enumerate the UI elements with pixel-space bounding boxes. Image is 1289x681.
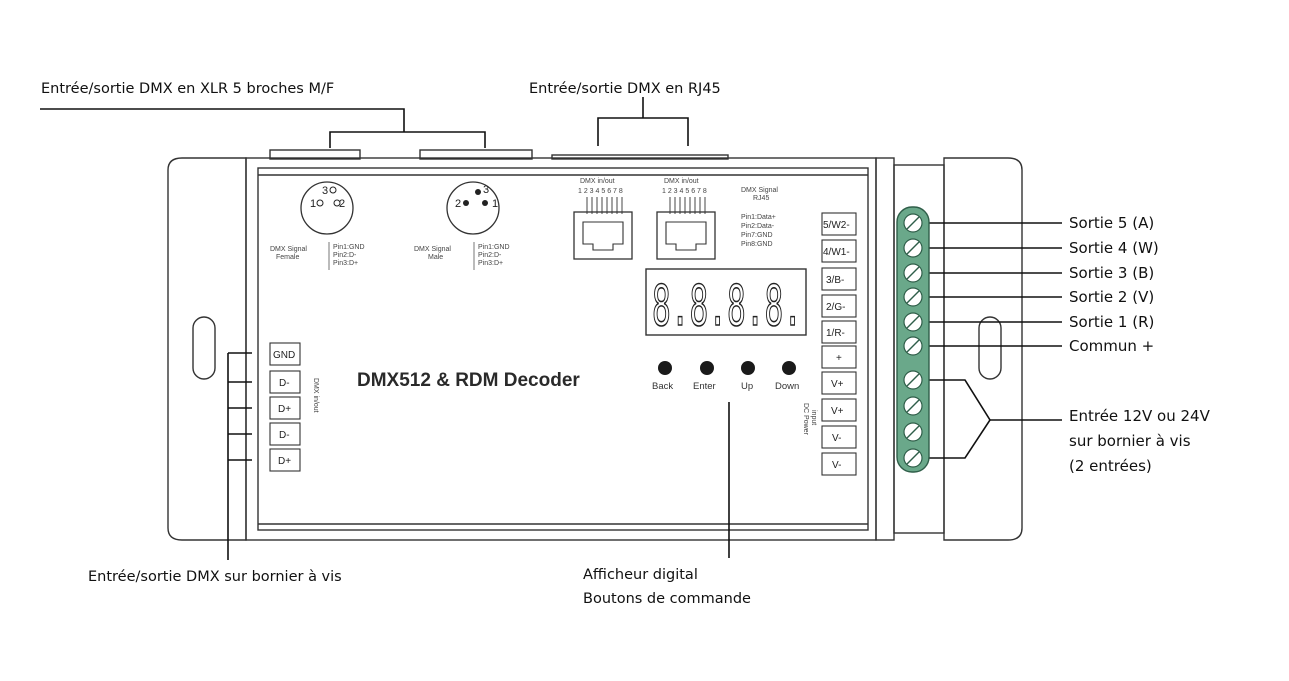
xlr-male-pin-text-2: Pin2:D- — [478, 252, 502, 259]
callout-output-2: Sortie 2 (V) — [1069, 288, 1155, 306]
dmx-terminal-d-minus-2: D- — [279, 430, 290, 441]
xlr-female-pin-text-3: Pin3:D+ — [333, 260, 358, 267]
xlr-female-pin-3: 3 — [322, 185, 328, 197]
callout-common: Commun + — [1069, 337, 1155, 355]
callout-output-1: Sortie 1 (R) — [1069, 313, 1155, 331]
power-label-1: DC Power — [802, 403, 809, 436]
xlr-female-pin-1: 1 — [310, 198, 316, 210]
xlr-male-connector: 2 3 1 DMX Signal Male Pin1:GND Pin2:D- P… — [414, 181, 510, 270]
digital-display: 8.8.8.8. — [645, 268, 807, 340]
up-button-icon — [741, 361, 755, 375]
rj45-info-line1: DMX Signal — [741, 187, 778, 194]
out-terminal-1: 1/R- — [826, 328, 845, 339]
down-button-icon — [782, 361, 796, 375]
device-title: DMX512 & RDM Decoder — [357, 370, 580, 391]
leader-lines — [40, 97, 1062, 560]
green-terminal-strip — [896, 206, 930, 473]
rj45-info-pin1: Pin1:Data+ — [741, 214, 776, 221]
dmx-terminal-label: DMX in/out — [312, 378, 319, 413]
dmx-terminal-d-plus-1: D+ — [278, 404, 291, 415]
xlr-female-label-2: Female — [276, 254, 299, 261]
back-button-label: Back — [652, 381, 673, 392]
callout-power-3: (2 entrées) — [1069, 457, 1152, 475]
rj45-info-line2: RJ45 — [753, 195, 769, 202]
up-button-label: Up — [741, 381, 753, 392]
xlr-male-pin-2: 2 — [455, 198, 461, 210]
power-terminal-v-minus-1: V- — [832, 433, 841, 444]
callout-output-3: Sortie 3 (B) — [1069, 264, 1155, 282]
out-terminal-5: 5/W2- — [823, 220, 850, 231]
callout-rj45: Entrée/sortie DMX en RJ45 — [529, 81, 721, 97]
out-terminal-common: + — [836, 353, 842, 364]
power-label-2: input — [810, 410, 817, 425]
callout-display: Afficheur digital — [583, 567, 698, 583]
enter-button-icon — [700, 361, 714, 375]
xlr-female-pin-text-1: Pin1:GND — [333, 244, 365, 251]
rj45-info-pin2: Pin2:Data- — [741, 223, 775, 230]
callout-output-5: Sortie 5 (A) — [1069, 214, 1155, 232]
output-terminals: 5/W2- 4/W1- 3/B- 2/G- 1/R- + V+ V+ V- V-… — [802, 212, 857, 476]
dmx-terminal-d-plus-2: D+ — [278, 456, 291, 467]
rj45-info-pin8: Pin8:GND — [741, 241, 773, 248]
power-terminal-v-plus-1: V+ — [831, 379, 844, 390]
xlr-male-pin-text-1: Pin1:GND — [478, 244, 510, 251]
xlr-male-label-2: Male — [428, 254, 443, 261]
power-terminal-v-minus-2: V- — [832, 460, 841, 471]
dmx-terminal-d-minus-1: D- — [279, 378, 290, 389]
dmx-terminal-gnd: GND — [273, 350, 295, 361]
xlr-female-label-1: DMX Signal — [270, 246, 307, 253]
back-button-icon — [658, 361, 672, 375]
power-terminal-v-plus-2: V+ — [831, 406, 844, 417]
out-terminal-3: 3/B- — [826, 275, 844, 286]
rj45-right-pins: 1 2 3 4 5 6 7 8 — [662, 188, 707, 195]
dmx-terminals: GND D- D+ D- D+ DMX in/out — [269, 342, 319, 472]
rj45-left-label: DMX in/out — [580, 178, 615, 185]
callout-output-4: Sortie 4 (W) — [1069, 239, 1159, 257]
xlr-male-pin-1: 1 — [492, 198, 498, 210]
out-terminal-2: 2/G- — [826, 302, 845, 313]
out-terminal-4: 4/W1- — [823, 247, 850, 258]
callout-buttons: Boutons de commande — [583, 591, 751, 607]
callout-screw-terminal: Entrée/sortie DMX sur bornier à vis — [88, 569, 342, 585]
xlr-female-pin-text-2: Pin2:D- — [333, 252, 357, 259]
display-digits: 8.8.8.8. — [652, 274, 802, 339]
xlr-male-pin-text-3: Pin3:D+ — [478, 260, 503, 267]
rj45-right-label: DMX in/out — [664, 178, 699, 185]
device-housing — [167, 149, 1023, 541]
rj45-port-right: DMX in/out 1 2 3 4 5 6 7 8 — [656, 178, 716, 260]
down-button-label: Down — [775, 381, 799, 392]
callout-power-2: sur bornier à vis — [1069, 432, 1191, 450]
callout-xlr: Entrée/sortie DMX en XLR 5 broches M/F — [41, 81, 335, 97]
enter-button-label: Enter — [693, 381, 716, 392]
rj45-port-left: DMX in/out 1 2 3 4 5 6 7 8 — [573, 178, 633, 260]
rj45-info-pin7: Pin7:GND — [741, 232, 773, 239]
xlr-male-label-1: DMX Signal — [414, 246, 451, 253]
rj45-info: DMX Signal RJ45 Pin1:Data+ Pin2:Data- Pi… — [741, 187, 778, 248]
xlr-male-pin-3: 3 — [483, 184, 489, 196]
xlr-female-connector: 1 3 2 DMX Signal Female Pin1:GND Pin2:D-… — [270, 181, 365, 270]
rj45-left-pins: 1 2 3 4 5 6 7 8 — [578, 188, 623, 195]
callout-power-1: Entrée 12V ou 24V — [1069, 407, 1210, 425]
xlr-female-pin-2: 2 — [339, 198, 345, 210]
control-buttons: Back Enter Up Down — [652, 361, 799, 392]
